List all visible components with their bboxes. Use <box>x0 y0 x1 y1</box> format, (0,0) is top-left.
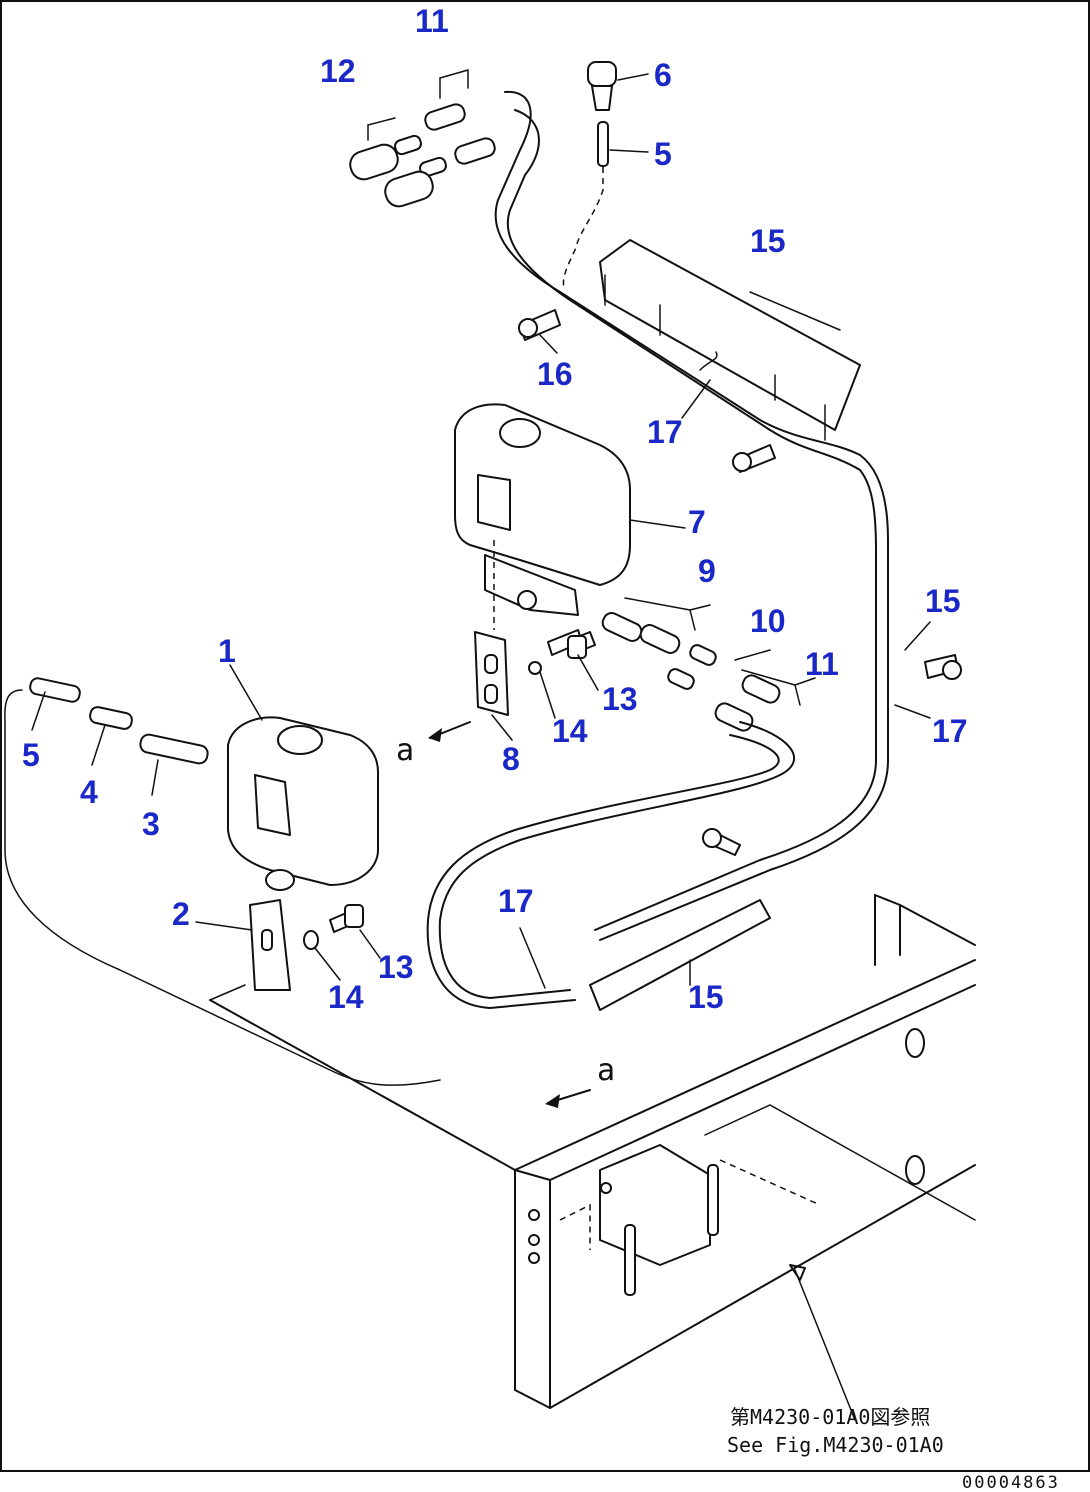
callout-8: 8 <box>502 741 520 777</box>
callout-4: 4 <box>80 774 98 810</box>
lower-hose-loop <box>426 721 795 1011</box>
bolts-and-washers <box>303 629 962 950</box>
callout-1: 1 <box>218 633 236 669</box>
callout-3: 3 <box>142 806 160 842</box>
callout-labels: 1 2 3 4 5 5 6 7 8 9 10 11 11 12 13 13 14… <box>22 3 968 1015</box>
machine-frame <box>209 894 976 1421</box>
callout-5-top: 5 <box>654 136 672 172</box>
reference-note-jp: 第M4230-01A0図参照 <box>730 1405 930 1429</box>
hose-parts-3-4-5 <box>4 677 441 1086</box>
callout-17-low: 17 <box>498 883 534 919</box>
callout-12: 12 <box>320 53 356 89</box>
callout-6: 6 <box>654 57 672 93</box>
view-mark-lower: a <box>597 1053 615 1088</box>
hose-cover-upper <box>518 239 861 473</box>
view-mark-upper: a <box>396 733 414 768</box>
callout-15-low: 15 <box>688 979 724 1015</box>
callout-2: 2 <box>172 896 190 932</box>
callout-10: 10 <box>750 603 786 639</box>
callout-11-top: 11 <box>415 3 449 39</box>
view-arrows <box>428 721 591 1108</box>
washer-tank-1 <box>227 716 379 991</box>
drawing-code: 00004863 <box>962 1473 1060 1492</box>
callout-15-top: 15 <box>750 223 786 259</box>
hose-joints-9-10-11 <box>528 612 781 732</box>
reference-note-en: See Fig.M4230-01A0 <box>727 1433 944 1457</box>
callout-5-left: 5 <box>22 737 40 773</box>
washer-tank-7 <box>454 403 631 716</box>
callout-14-mid: 14 <box>552 713 588 749</box>
callout-14-low: 14 <box>328 979 364 1015</box>
callout-9: 9 <box>698 553 716 589</box>
callout-13-mid: 13 <box>602 681 638 717</box>
hose-joints-11-12 <box>349 103 496 208</box>
callout-13-low: 13 <box>378 949 414 985</box>
callout-15-right: 15 <box>925 583 961 619</box>
callout-16: 16 <box>537 356 573 392</box>
callout-7: 7 <box>688 504 706 540</box>
washer-nozzle <box>587 61 617 167</box>
callout-17-top: 17 <box>647 414 683 450</box>
upper-hose-assembly <box>349 61 889 941</box>
leader-lines <box>31 69 931 989</box>
callout-11-mid: 11 <box>805 646 839 682</box>
callout-17-right: 17 <box>932 713 968 749</box>
